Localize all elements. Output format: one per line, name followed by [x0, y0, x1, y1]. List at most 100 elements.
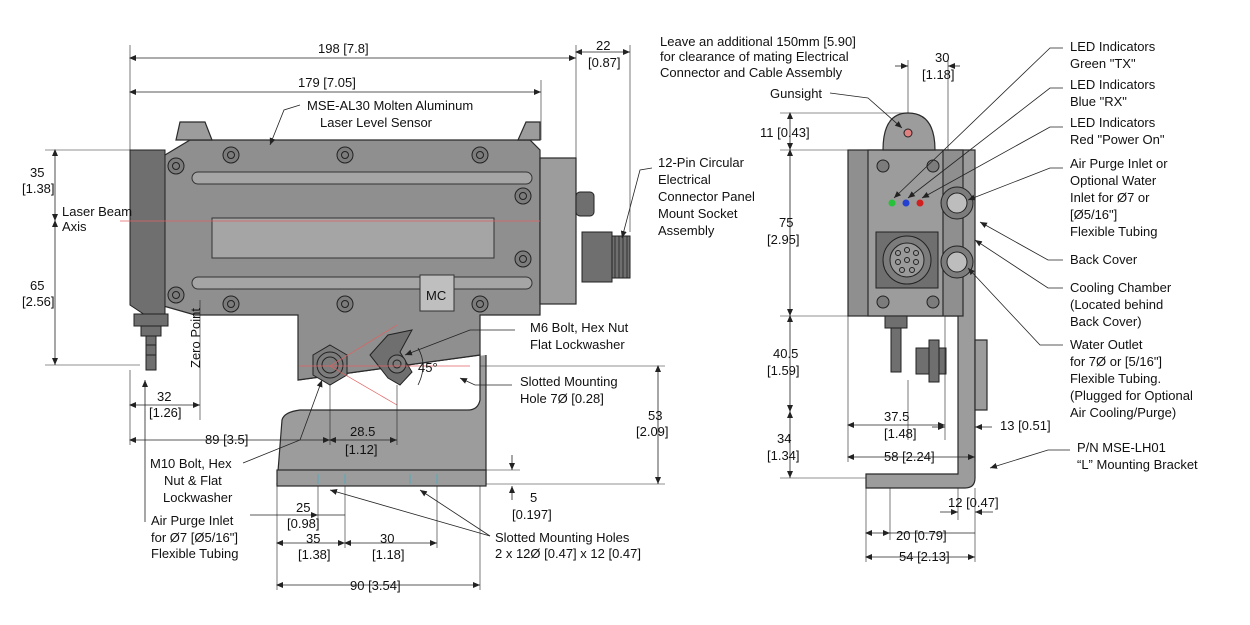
dim-hole-spacing-in: [1.18] [372, 547, 405, 562]
connector-label-5: Assembly [658, 223, 715, 238]
laser-axis-label-1: Laser Beam [62, 204, 132, 219]
led-red [916, 199, 924, 207]
dim-top-to-axis-label: 35 [30, 165, 44, 180]
top-tab-right [517, 121, 541, 141]
air-purge-label-3: Flexible Tubing [151, 546, 238, 561]
clearance-note-2: for clearance of mating Electrical [660, 49, 849, 64]
water-label-3: Flexible Tubing. [1070, 371, 1161, 386]
dim-lower-height-label: 40.5 [773, 346, 798, 361]
end-view: 30 [1.18] 11 [0.43] 75 [2.95] 40.5 [1.59… [760, 39, 1198, 564]
air-purge-label-2: for Ø7 [Ø5/16"] [151, 530, 238, 545]
sensor-nose [129, 149, 166, 316]
led-blue-label-1: LED Indicators [1070, 77, 1156, 92]
dim-foot-length-label: 54 [2.13] [899, 549, 950, 564]
bottom-slot [191, 276, 533, 290]
sensor-name-label-1: MSE-AL30 Molten Aluminum [307, 98, 473, 113]
bracket-pn-label-2: “L” Mounting Bracket [1077, 457, 1198, 472]
slotted-holes-label-2: 2 x 12Ø [0.47] x 12 [0.47] [495, 546, 641, 561]
angle-label: 45° [418, 360, 438, 375]
led-blue [902, 199, 910, 207]
water-label-1: Water Outlet [1070, 337, 1143, 352]
m10-bolt [312, 344, 348, 386]
laser-axis-label-2: Axis [62, 219, 87, 234]
dim-connector-clearance-label: 22 [596, 38, 610, 53]
window-panel [211, 217, 495, 259]
dim-connector-clearance-in: [0.87] [588, 55, 621, 70]
connector-base [539, 157, 577, 305]
dim-hole-spacing-label: 30 [380, 531, 394, 546]
cooling-label-1: Cooling Chamber [1070, 280, 1172, 295]
m10-label-3: Lockwasher [163, 490, 233, 505]
connector-label-4: Mount Socket [658, 206, 738, 221]
end-screws [876, 159, 940, 309]
dim-bracket-thickness-in: [0.197] [512, 507, 552, 522]
dim-bolt-spacing-in: [1.12] [345, 442, 378, 457]
connector-socket [581, 231, 613, 283]
air-inlet-label-3: Inlet for Ø7 or [1070, 190, 1150, 205]
air-purge-fitting [133, 313, 169, 371]
dim-end-width-label: 58 [2.24] [884, 449, 935, 464]
zero-point-label: Zero Point [188, 308, 203, 368]
dim-overall-length-label: 198 [7.8] [318, 41, 369, 56]
gunsight-hole [903, 128, 913, 138]
led-red-label-1: LED Indicators [1070, 115, 1156, 130]
clearance-note-1: Leave an additional 150mm [5.90] [660, 34, 856, 49]
side-view: MC [22, 34, 856, 593]
dim-bracket-thickness-label: 5 [530, 490, 537, 505]
air-purge-label-1: Air Purge Inlet [151, 513, 234, 528]
top-slot [191, 171, 533, 185]
dim-gunsight-height-label: 11 [0.43] [760, 125, 810, 140]
dim-bracket-height-in: [2.09] [636, 424, 669, 439]
dim-end-top-width-in: [1.18] [922, 67, 955, 82]
dim-half-width-in: [1.48] [884, 426, 917, 441]
led-green [888, 199, 896, 207]
air-inlet-label-4: [Ø5/16"] [1070, 207, 1117, 222]
m6-label-2: Flat Lockwasher [530, 337, 625, 352]
gunsight-label: Gunsight [770, 86, 822, 101]
dim-hole-offset-1-label: 25 [296, 500, 310, 515]
mc-logo-text: MC [426, 288, 446, 303]
dim-top-to-axis-in: [1.38] [22, 181, 55, 196]
m10-label-1: M10 Bolt, Hex [150, 456, 232, 471]
led-green-label-2: Green "TX" [1070, 56, 1136, 71]
cooling-label-3: Back Cover) [1070, 314, 1142, 329]
dim-end-bracket-height-label: 34 [777, 431, 791, 446]
dim-body-length-label: 179 [7.05] [298, 75, 356, 90]
water-label-2: for 7Ø or [5/16"] [1070, 354, 1162, 369]
side-bracket [276, 354, 487, 485]
cooling-label-2: (Located behind [1070, 297, 1163, 312]
dim-body-height-in: [2.95] [767, 232, 800, 247]
dim-end-bracket-thickness-label: 13 [0.51] [1000, 418, 1051, 433]
clearance-note-3: Connector and Cable Assembly [660, 65, 843, 80]
led-green-label-1: LED Indicators [1070, 39, 1156, 54]
water-outlet-fitting [940, 245, 974, 279]
air-inlet-label-1: Air Purge Inlet or [1070, 156, 1168, 171]
dim-bolt-spacing-label: 28.5 [350, 424, 375, 439]
angle-line-2 [329, 365, 398, 406]
sensor-name-label-2: Laser Level Sensor [320, 115, 433, 130]
dim-bracket-length-label: 90 [3.54] [350, 578, 401, 593]
slotted-holes-label-1: Slotted Mounting Holes [495, 530, 630, 545]
dim-foot-offset-label: 20 [0.79] [896, 528, 947, 543]
foot-hole-marks [317, 474, 438, 484]
slotted-hole-label-1: Slotted Mounting [520, 374, 618, 389]
dim-axis-to-bottom-label: 65 [30, 278, 44, 293]
dim-bracket-height-label: 53 [648, 408, 662, 423]
m6-wingnut [369, 329, 413, 386]
connector-label-2: Electrical [658, 172, 711, 187]
connector-label-1: 12-Pin Circular [658, 155, 745, 170]
dim-body-height-label: 75 [779, 215, 793, 230]
dim-zero-to-bolt-label: 89 [3.5] [205, 432, 248, 447]
m6-label-1: M6 Bolt, Hex Nut [530, 320, 629, 335]
top-tab-left [175, 121, 213, 141]
dim-half-width-label: 37.5 [884, 409, 909, 424]
dim-end-top-width-label: 30 [935, 50, 949, 65]
cover-screws [167, 146, 532, 313]
water-label-5: Air Cooling/Purge) [1070, 405, 1176, 420]
mc-logo [419, 274, 455, 312]
dim-axis-to-bottom-in: [2.56] [22, 294, 55, 309]
led-red-label-2: Red "Power On" [1070, 132, 1165, 147]
air-inlet-label-5: Flexible Tubing [1070, 224, 1157, 239]
